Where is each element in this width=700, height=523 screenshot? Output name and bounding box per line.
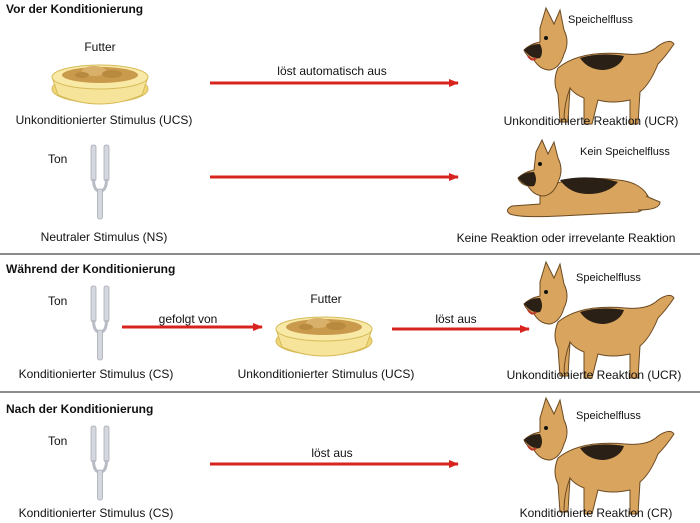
section-title-during: Während der Konditionierung	[6, 262, 176, 276]
ns-label: Neutraler Stimulus (NS)	[40, 230, 168, 244]
cr-label: Konditionierte Reaktion (CR)	[519, 506, 673, 520]
cs-label: Konditionierter Stimulus (CS)	[18, 506, 174, 520]
arrow-label-triggers: löst aus	[435, 312, 477, 326]
salivation-label: Speichelfluss	[576, 272, 641, 284]
section-title-after: Nach der Konditionierung	[6, 402, 154, 416]
salivation-label: Speichelfluss	[568, 14, 633, 26]
ton-label: Ton	[48, 152, 68, 166]
section-title-before: Vor der Konditionierung	[6, 2, 144, 16]
no-response-label: Keine Reaktion oder irrevelante Reaktion	[456, 231, 676, 245]
futter-label: Futter	[84, 40, 116, 54]
cs-label: Konditionierter Stimulus (CS)	[18, 367, 174, 381]
section-divider	[0, 391, 700, 393]
arrow-label-followed: gefolgt von	[158, 312, 218, 326]
arrow-label-automatic: löst automatisch aus	[277, 64, 387, 78]
arrow-label-triggers: löst aus	[311, 446, 353, 460]
ucr-label: Unkonditionierte Reaktion (UCR)	[503, 114, 679, 128]
section-divider	[0, 253, 700, 255]
ucs-label: Unkonditionierter Stimulus (UCS)	[237, 367, 415, 381]
ton-label: Ton	[48, 294, 68, 308]
no-salivation-label: Kein Speichelfluss	[580, 146, 670, 158]
ton-label: Ton	[48, 434, 68, 448]
futter-label: Futter	[310, 292, 342, 306]
ucr-label: Unkonditionierte Reaktion (UCR)	[506, 368, 682, 382]
ucs-label: Unkonditionierter Stimulus (UCS)	[15, 113, 193, 127]
salivation-label: Speichelfluss	[576, 410, 641, 422]
